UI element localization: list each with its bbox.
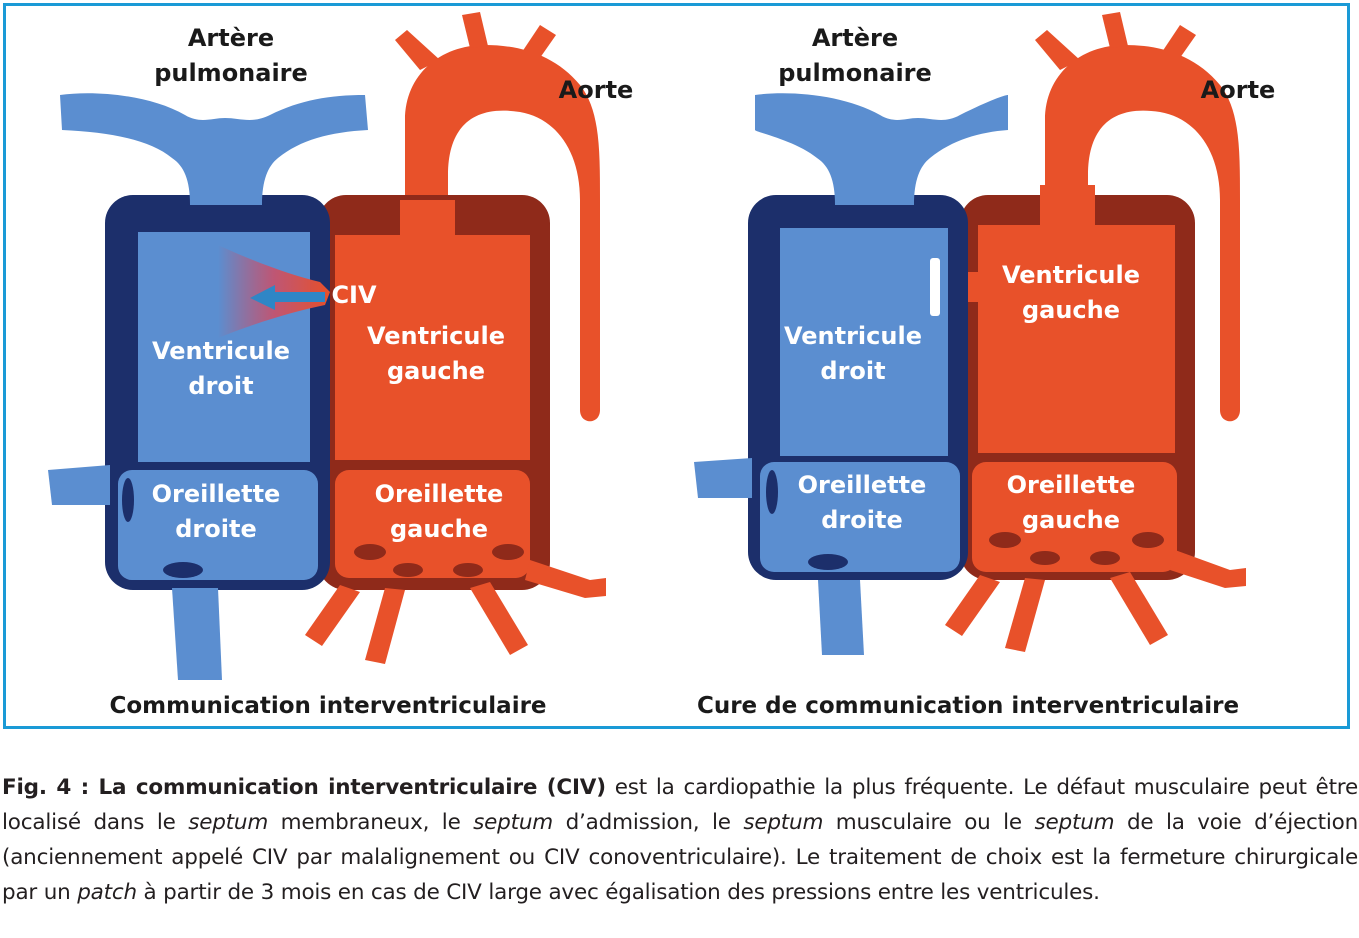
label-left-atrium-line1: Oreillette xyxy=(1007,471,1136,499)
right-panel-title: Cure de communication interventriculaire xyxy=(697,693,1239,719)
pulmonary-vein xyxy=(365,588,405,664)
right-heart: Artère pulmonaire Aorte Ventricule droit… xyxy=(694,12,1275,719)
pulmonary-vein-opening xyxy=(989,532,1021,548)
label-right-ventricle-line2: droit xyxy=(820,357,885,385)
vena-cava-superior xyxy=(694,458,752,498)
aorta-vessel xyxy=(405,45,600,422)
pulmonary-vein xyxy=(470,582,528,655)
pulmonary-vein-opening xyxy=(393,563,423,577)
pulmonary-artery xyxy=(60,93,368,205)
aorta-branch xyxy=(1102,12,1128,48)
left-panel-title: Communication interventriculaire xyxy=(109,693,546,719)
pulmonary-vein xyxy=(945,575,1000,636)
aorta-branch xyxy=(462,12,488,48)
label-right-ventricle-line1: Ventricule xyxy=(152,337,290,365)
left-atrium xyxy=(972,462,1177,572)
label-pulmonary-artery-line2: pulmonaire xyxy=(154,59,308,87)
caption-text: musculaire ou le xyxy=(823,810,1035,835)
caption-italic: septum xyxy=(743,810,824,835)
label-left-ventricle-line1: Ventricule xyxy=(1002,261,1140,289)
caption-text: membraneux, le xyxy=(268,810,474,835)
label-right-ventricle-line1: Ventricule xyxy=(784,322,922,350)
caption-italic: septum xyxy=(1034,810,1115,835)
left-heart: Artère pulmonaire Aorte CIV Ventricule d… xyxy=(48,12,633,719)
caption-fig-label: Fig. 4 : La communication interventricul… xyxy=(2,775,606,800)
pulmonary-vein-opening xyxy=(1132,532,1164,548)
caption-text: de la voie d’éjection (anciennement appe… xyxy=(2,810,1359,905)
label-aorta: Aorte xyxy=(559,76,634,104)
caption-italic: septum xyxy=(188,810,269,835)
pulmonary-vein-opening xyxy=(1090,551,1120,565)
caption-text: à partir de 3 mois en cas de CIV large a… xyxy=(136,880,1101,905)
label-civ: CIV xyxy=(331,281,377,309)
left-ventricle xyxy=(978,225,1175,453)
label-aorta: Aorte xyxy=(1201,76,1276,104)
pulmonary-vein xyxy=(1110,572,1168,645)
left-ventricle xyxy=(335,235,530,460)
surgical-patch xyxy=(930,258,940,316)
vena-cava-inferior xyxy=(818,580,864,655)
fossa-ovalis xyxy=(766,470,778,514)
right-atrium xyxy=(760,462,960,572)
aorta-branch xyxy=(1160,25,1196,65)
label-right-atrium-line2: droite xyxy=(821,506,902,534)
pulmonary-vein-opening xyxy=(492,544,524,560)
caption-italic: septum xyxy=(473,810,554,835)
pulmonary-vein xyxy=(1005,578,1045,652)
civ-arrow xyxy=(250,285,325,310)
right-atrium xyxy=(118,470,318,580)
caption-text: d’admission, le xyxy=(553,810,744,835)
pulmonary-vein xyxy=(305,585,360,646)
aorta-branch xyxy=(520,25,556,65)
pulmonary-vein-opening xyxy=(354,544,386,560)
label-right-ventricle-line2: droit xyxy=(188,372,253,400)
label-pulmonary-artery-line2: pulmonaire xyxy=(778,59,932,87)
aortic-root xyxy=(400,200,455,235)
caption-italic: patch xyxy=(77,880,137,905)
label-left-atrium-line2: gauche xyxy=(390,515,488,543)
caption-text: est la cardiopathie la plus fréquente. L… xyxy=(2,775,1358,835)
label-pulmonary-artery-line1: Artère xyxy=(812,24,898,52)
pulmonary-vein xyxy=(525,560,606,598)
label-right-atrium-line1: Oreillette xyxy=(798,471,927,499)
label-left-atrium-line1: Oreillette xyxy=(375,480,504,508)
aorta-branch xyxy=(1035,30,1080,70)
figure-caption: Fig. 4 : La communication interventricul… xyxy=(2,770,1358,910)
aorta-branch xyxy=(395,30,440,70)
label-right-atrium-line2: droite xyxy=(175,515,256,543)
vena-cava-inferior xyxy=(172,588,222,680)
aortic-root xyxy=(1040,185,1095,225)
pulmonary-vein-opening xyxy=(1030,551,1060,565)
pulmonary-vein xyxy=(1170,550,1246,588)
label-pulmonary-artery-line1: Artère xyxy=(188,24,274,52)
heart-diagram: Artère pulmonaire Aorte CIV Ventricule d… xyxy=(48,12,1275,719)
label-left-ventricle-line1: Ventricule xyxy=(367,322,505,350)
label-left-ventricle-line2: gauche xyxy=(387,357,485,385)
label-left-atrium-line2: gauche xyxy=(1022,506,1120,534)
coronary-sinus xyxy=(808,554,848,570)
label-left-ventricle-line2: gauche xyxy=(1022,296,1120,324)
vena-cava-superior xyxy=(48,465,110,505)
label-right-atrium-line1: Oreillette xyxy=(152,480,281,508)
aorta-vessel xyxy=(1045,45,1240,422)
fossa-ovalis xyxy=(122,478,134,522)
coronary-sinus xyxy=(163,562,203,578)
right-ventricle xyxy=(780,228,948,456)
pulmonary-vein-opening xyxy=(453,563,483,577)
pulmonary-artery xyxy=(755,93,1008,205)
